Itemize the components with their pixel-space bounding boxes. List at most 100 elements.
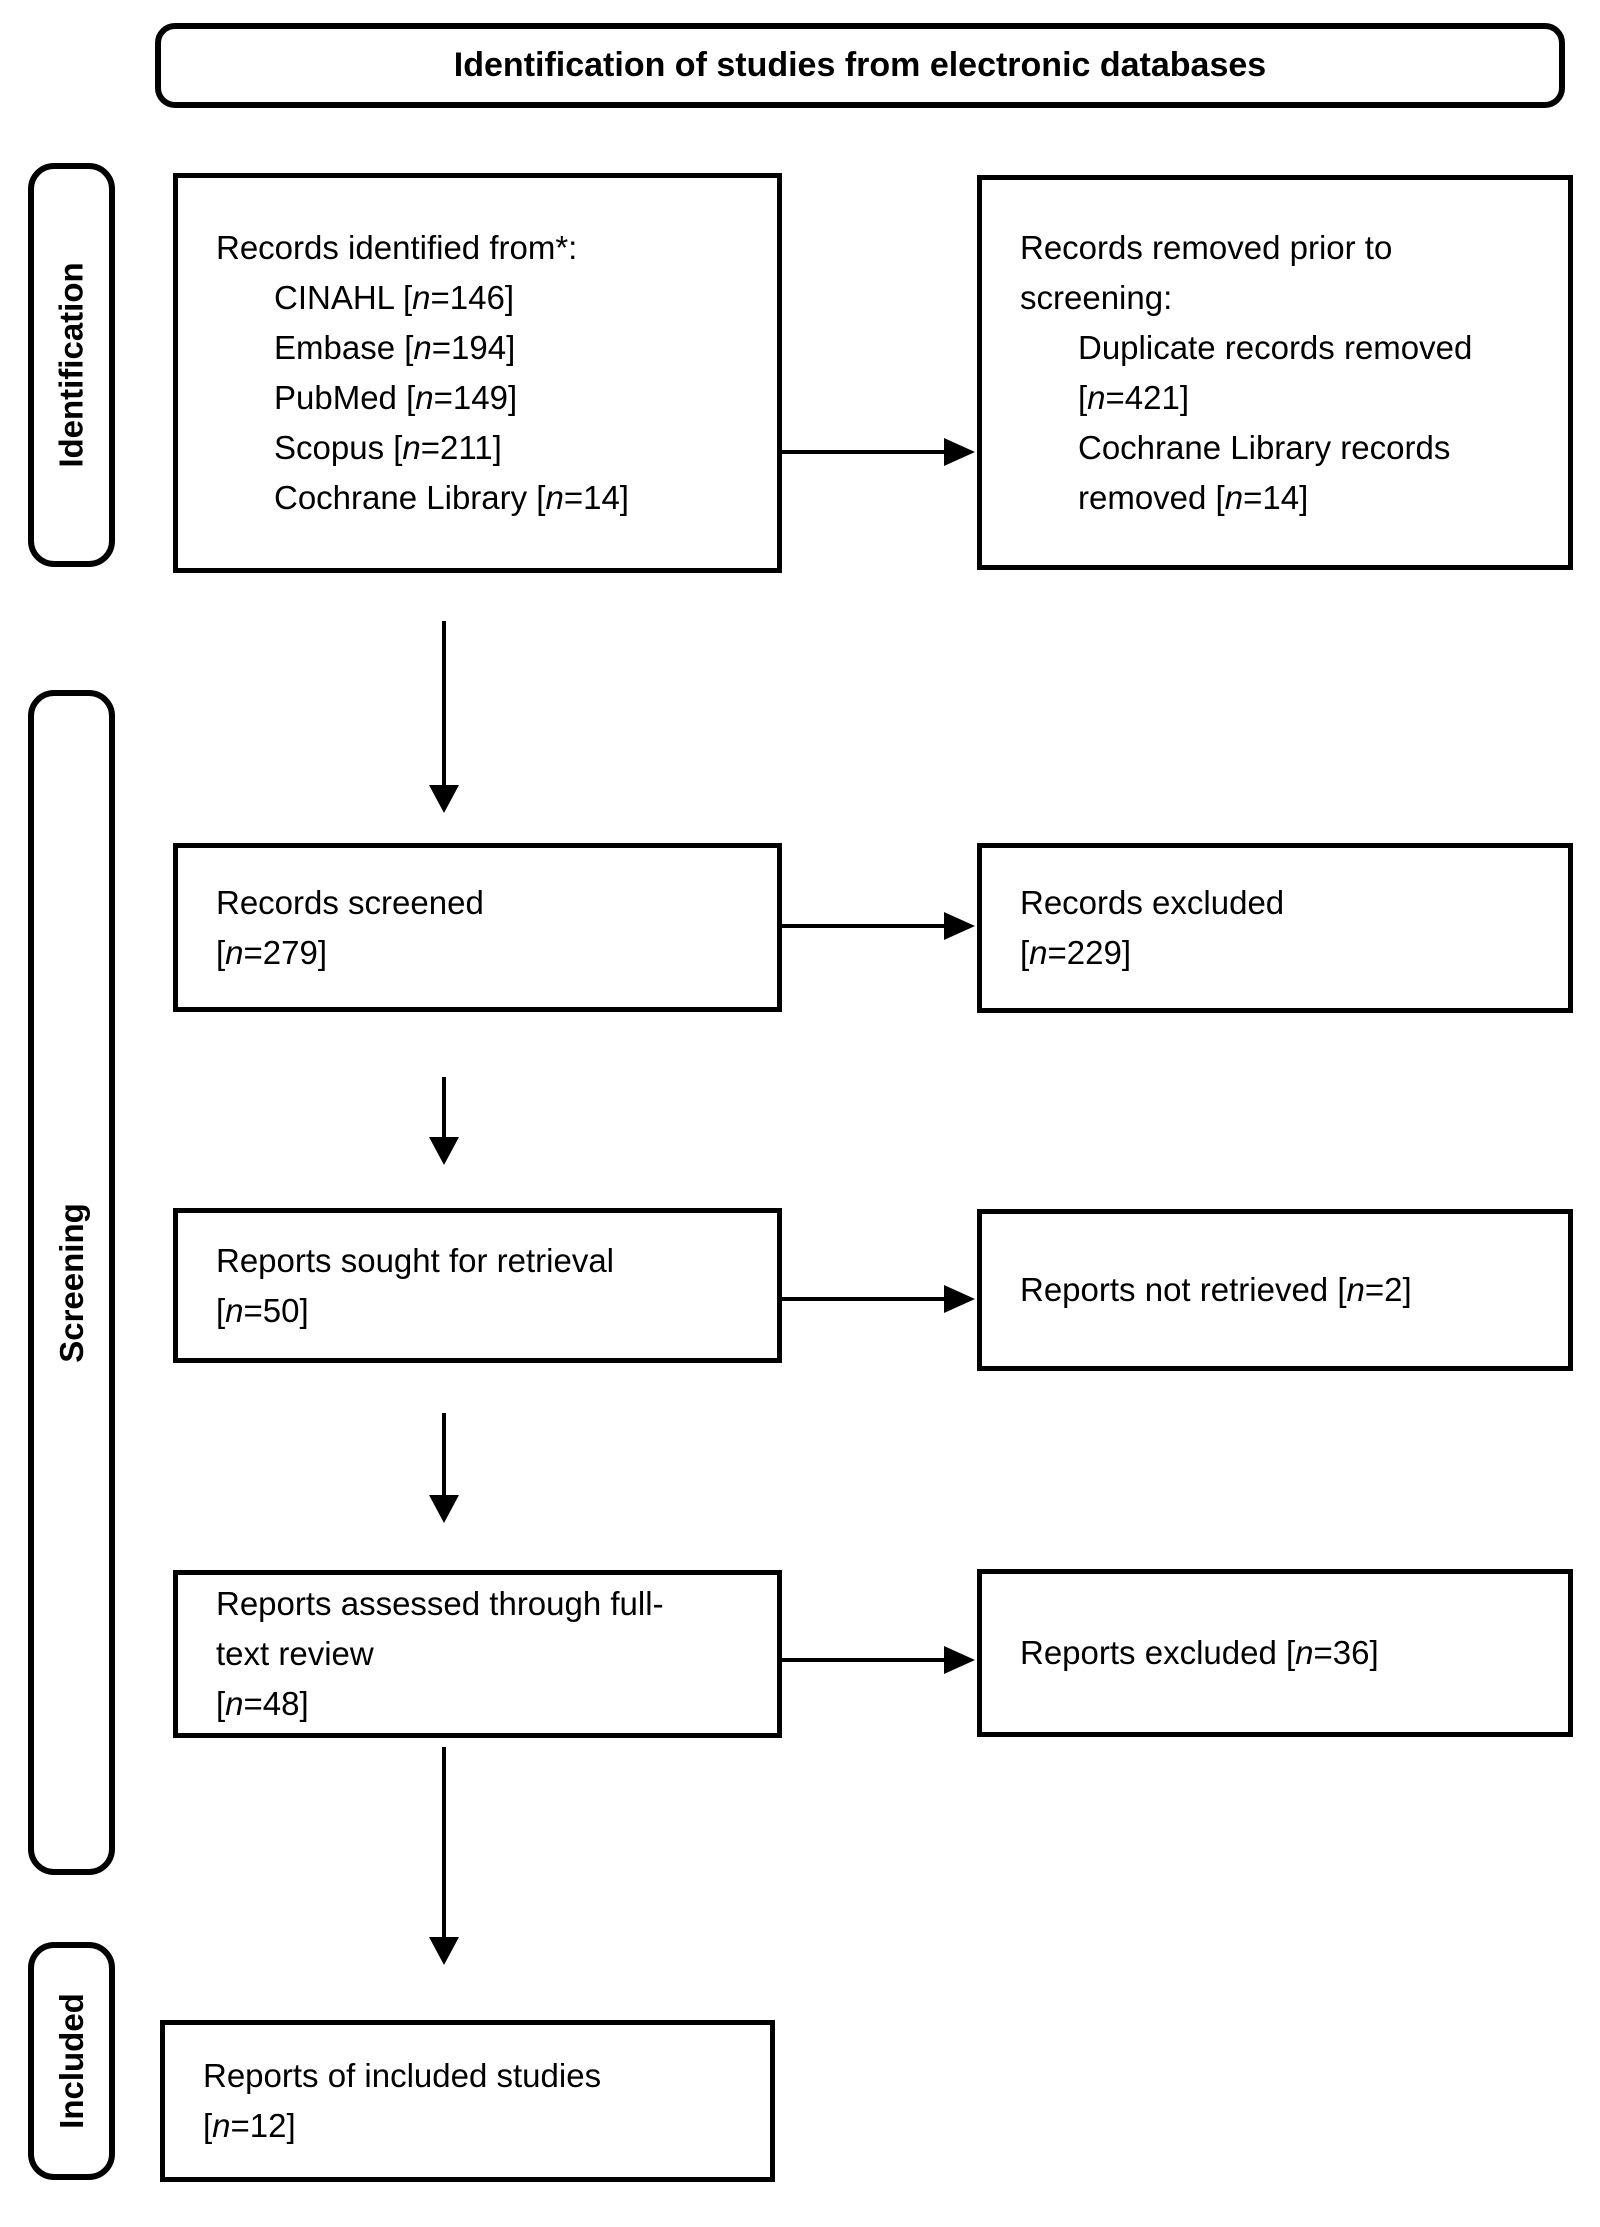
line-text: Reports excluded [: [1020, 1634, 1296, 1671]
line-text: Cochrane Library [: [274, 479, 546, 516]
line-text: =12]: [230, 2107, 296, 2144]
box-line: Cochrane Library [n=14]: [178, 473, 777, 523]
line-text: [: [216, 1685, 226, 1722]
box-line: [n=279]: [178, 928, 777, 978]
phase-label-screening: Screening: [28, 690, 115, 1875]
line-n-italic: n: [225, 1685, 244, 1722]
arrowhead-right-icon: [944, 1285, 975, 1313]
box-line: CINAHL [n=146]: [178, 273, 777, 323]
arrow-shaft: [442, 1747, 446, 1939]
box-line: Duplicate records removed: [982, 323, 1568, 373]
box-reports-excluded: Reports excluded [n=36]: [977, 1569, 1573, 1737]
box-line: Reports excluded [n=36]: [982, 1628, 1568, 1678]
box-line: Records identified from*:: [178, 223, 777, 273]
line-text: PubMed [: [274, 379, 416, 416]
arrowhead-down-icon: [429, 785, 459, 813]
box-line: screening:: [982, 273, 1568, 323]
line-text: =149]: [433, 379, 518, 416]
box-line: [n=229]: [982, 928, 1568, 978]
line-text: =211]: [420, 429, 502, 466]
line-text: =14]: [1243, 478, 1309, 516]
box-line: removed [n=14]: [982, 473, 1568, 523]
arrow-shaft: [442, 1077, 446, 1139]
line-n-italic: n: [212, 2107, 231, 2144]
line-text: =146]: [430, 279, 515, 316]
arrowhead-down-icon: [429, 1137, 459, 1165]
box-reports-included: Reports of included studies [n=12]: [160, 2020, 775, 2182]
box-reports-not-retrieved: Reports not retrieved [n=2]: [977, 1209, 1573, 1371]
arrow-shaft: [782, 450, 945, 454]
box-line: Reports not retrieved [n=2]: [982, 1265, 1568, 1315]
arrowhead-right-icon: [944, 438, 975, 466]
box-line: PubMed [n=149]: [178, 373, 777, 423]
line-text: Embase [: [274, 329, 414, 366]
line-text: =194]: [431, 329, 516, 366]
line-text: [: [216, 933, 226, 971]
box-reports-sought: Reports sought for retrieval [n=50]: [173, 1208, 782, 1363]
line-n-italic: n: [415, 379, 434, 416]
box-records-screened: Records screened [n=279]: [173, 843, 782, 1012]
line-text: =36]: [1313, 1634, 1379, 1671]
arrowhead-right-icon: [944, 1646, 975, 1674]
diagram-title-text: Identification of studies from electroni…: [453, 46, 1267, 84]
arrow-shaft: [442, 621, 446, 787]
line-n-italic: n: [225, 1291, 244, 1329]
line-text: =279]: [243, 933, 328, 971]
line-n-italic: n: [413, 329, 432, 366]
line-text: Duplicate records removed: [1078, 328, 1473, 366]
line-text: CINAHL [: [274, 279, 413, 316]
line-n-italic: n: [1029, 934, 1048, 971]
line-text: =50]: [243, 1291, 309, 1329]
line-text: Reports assessed through full-: [216, 1585, 664, 1622]
line-text: [: [216, 1291, 226, 1329]
line-text: Records excluded: [1020, 884, 1285, 921]
box-line: text review: [178, 1629, 777, 1679]
box-line: Cochrane Library records: [982, 423, 1568, 473]
line-n-italic: n: [1295, 1634, 1314, 1671]
diagram-title: Identification of studies from electroni…: [155, 23, 1565, 108]
line-text: Records screened: [216, 883, 484, 921]
phase-label-text: Identification: [52, 262, 90, 468]
arrow-shaft: [782, 924, 945, 928]
arrowhead-down-icon: [429, 1495, 459, 1523]
arrow-shaft: [782, 1297, 945, 1301]
line-text: =229]: [1047, 934, 1132, 971]
phase-label-identification: Identification: [28, 163, 115, 567]
line-text: =48]: [243, 1685, 309, 1722]
line-text: screening:: [1020, 278, 1173, 316]
line-text: removed [: [1078, 478, 1225, 516]
box-line: [n=48]: [178, 1679, 777, 1729]
line-text: =14]: [563, 479, 629, 516]
arrow-shaft: [782, 1658, 945, 1662]
box-records-identified: Records identified from*: CINAHL [n=146]…: [173, 173, 782, 573]
arrowhead-down-icon: [429, 1937, 459, 1965]
box-line: [n=12]: [165, 2101, 770, 2151]
line-text: Records removed prior to: [1020, 228, 1393, 266]
line-n-italic: n: [402, 429, 421, 466]
box-line: Reports sought for retrieval: [178, 1236, 777, 1286]
arrowhead-right-icon: [944, 912, 975, 940]
line-text: [: [203, 2107, 213, 2144]
line-n-italic: n: [1346, 1271, 1365, 1308]
box-line: Embase [n=194]: [178, 323, 777, 373]
arrow-shaft: [442, 1413, 446, 1497]
line-text: [: [1020, 934, 1030, 971]
line-n-italic: n: [545, 479, 564, 516]
box-line: [n=50]: [178, 1286, 777, 1336]
box-line: Reports assessed through full-: [178, 1579, 777, 1629]
box-line: Reports of included studies: [165, 2051, 770, 2101]
box-line: [n=421]: [982, 373, 1568, 423]
box-line: Records excluded: [982, 878, 1568, 928]
box-line: Records screened: [178, 878, 777, 928]
phase-label-text: Screening: [52, 1202, 90, 1363]
phase-label-included: Included: [28, 1942, 115, 2180]
line-text: Scopus [: [274, 429, 403, 466]
line-text: Cochrane Library records: [1078, 428, 1451, 466]
line-text: text review: [216, 1635, 374, 1672]
phase-label-text: Included: [52, 1993, 90, 2129]
box-records-removed: Records removed prior to screening: Dupl…: [977, 175, 1573, 570]
line-text: =421]: [1105, 378, 1190, 416]
line-n-italic: n: [412, 279, 431, 316]
line-text: Reports of included studies: [203, 2057, 602, 2094]
